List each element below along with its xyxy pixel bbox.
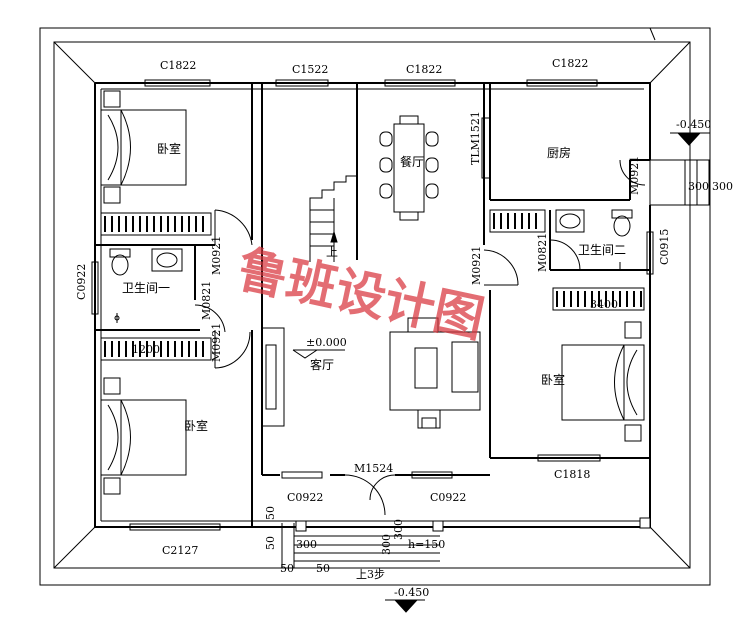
watermark: 鲁班设计图 <box>233 240 490 349</box>
door-m0921-d: M0921 <box>628 156 641 195</box>
door-m1524: M1524 <box>354 462 393 475</box>
dim-h150: h=150 <box>408 538 445 551</box>
window-c1522: C1522 <box>292 63 328 76</box>
room-bedroom-r: 卧室 <box>541 372 565 387</box>
bed-r <box>561 321 645 442</box>
room-bath1: 卫生间一 <box>122 281 170 295</box>
steps-label: 上3步 <box>356 568 385 581</box>
dim-300-d: 300 <box>380 534 393 555</box>
interior-walls <box>95 83 650 527</box>
dim-300-c: 300 <box>296 538 317 551</box>
dim-300-e: 300 <box>392 519 405 540</box>
tv-cabinet <box>261 327 285 427</box>
window-c1822-b: C1822 <box>406 63 442 76</box>
dim-1200: 1200 <box>132 343 160 356</box>
dim-300-b: 300 <box>712 180 733 193</box>
door-m0821-a: M0821 <box>200 281 213 320</box>
door-m0821-b: M0821 <box>536 233 549 272</box>
dim-50-d: 50 <box>316 562 330 575</box>
level-outside-right: -0.450 <box>676 118 711 131</box>
stair-up-label: 上 <box>326 245 338 259</box>
level-markers <box>292 27 710 613</box>
room-bath2: 卫生间二 <box>578 243 626 257</box>
dining-table <box>379 115 439 221</box>
dim-3400: 3400 <box>590 298 618 311</box>
window-c0922-front-l: C0922 <box>287 491 323 504</box>
door-m0921-c: M0921 <box>470 246 483 285</box>
wardrobe-hatching <box>104 213 642 357</box>
window-c1818: C1818 <box>554 468 590 481</box>
level-floor: ±0.000 <box>306 336 347 349</box>
dim-50-b: 50 <box>264 536 277 550</box>
room-kitchen: 厨房 <box>547 145 571 160</box>
window-c0922-left: C0922 <box>75 264 88 300</box>
sofa-set <box>389 317 481 429</box>
front-steps <box>281 517 651 568</box>
dim-50-c: 50 <box>280 562 294 575</box>
staircase <box>309 175 357 262</box>
room-bedroom-bl: 卧室 <box>184 418 208 433</box>
bathroom2-fixtures <box>555 209 633 270</box>
bed-tl <box>100 90 187 204</box>
room-living: 客厅 <box>310 357 334 372</box>
level-outside-bottom: -0.450 <box>394 586 429 599</box>
windows <box>91 79 654 531</box>
window-c1822-c: C1822 <box>552 57 588 70</box>
room-dining: 餐厅 <box>400 154 424 169</box>
room-bedroom-tl: 卧室 <box>157 141 181 156</box>
doors <box>194 159 646 516</box>
bathroom1-fixtures <box>109 248 183 323</box>
window-c0915: C0915 <box>658 229 671 265</box>
side-steps <box>649 159 711 206</box>
dim-50-a: 50 <box>264 506 277 520</box>
bed-bl <box>100 377 187 495</box>
door-m0921-b: M0921 <box>210 323 223 362</box>
wardrobes <box>100 209 645 361</box>
door-m0921-a: M0921 <box>210 236 223 275</box>
window-c2127: C2127 <box>162 544 198 557</box>
dim-300-a: 300 <box>688 180 709 193</box>
window-c0922-front-r: C0922 <box>430 491 466 504</box>
window-c1822-a: C1822 <box>160 59 196 72</box>
door-tlm1521: TLM1521 <box>469 111 482 165</box>
roof-outline <box>39 27 711 586</box>
